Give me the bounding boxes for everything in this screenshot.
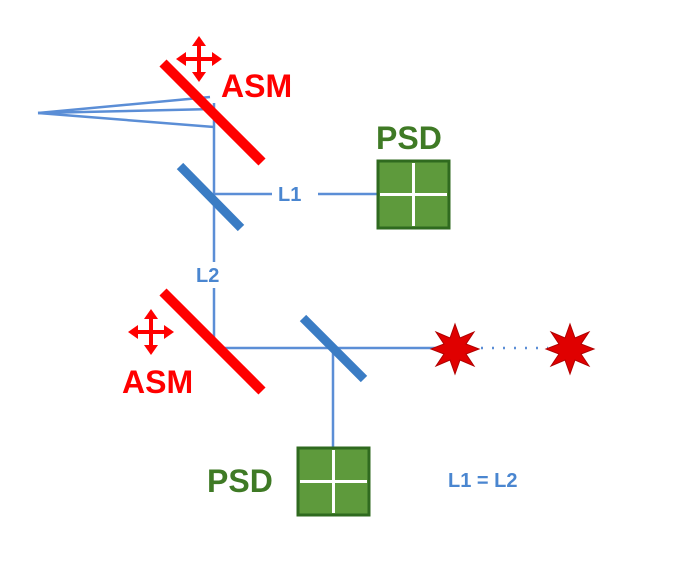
beam-splitter-top bbox=[176, 162, 245, 232]
star-burst-icon bbox=[544, 322, 596, 376]
psd-detector-bottom bbox=[296, 446, 371, 517]
asm-top-label: ASM bbox=[221, 68, 292, 104]
length-equation: L1 = L2 bbox=[448, 470, 517, 492]
l2-label: L2 bbox=[196, 265, 219, 287]
star-burst-icon bbox=[429, 322, 481, 376]
beam-paths bbox=[37, 95, 548, 448]
psd-top-label: PSD bbox=[376, 120, 442, 156]
psd-bottom-label: PSD bbox=[207, 463, 273, 499]
asm-mirror-top bbox=[159, 59, 266, 166]
four-way-arrow-icon bbox=[176, 36, 222, 82]
beam-fan-upper bbox=[37, 95, 211, 115]
beam-fan-middle bbox=[37, 107, 215, 115]
four-way-arrow-icon bbox=[128, 309, 174, 355]
asm-bottom-label: ASM bbox=[122, 364, 193, 400]
l1-label: L1 bbox=[278, 184, 301, 206]
asm-mirror-bottom bbox=[159, 288, 266, 395]
psd-detector-top bbox=[376, 159, 451, 230]
beam-splitter-bottom bbox=[299, 314, 368, 383]
beam-fan-lower bbox=[37, 111, 215, 129]
